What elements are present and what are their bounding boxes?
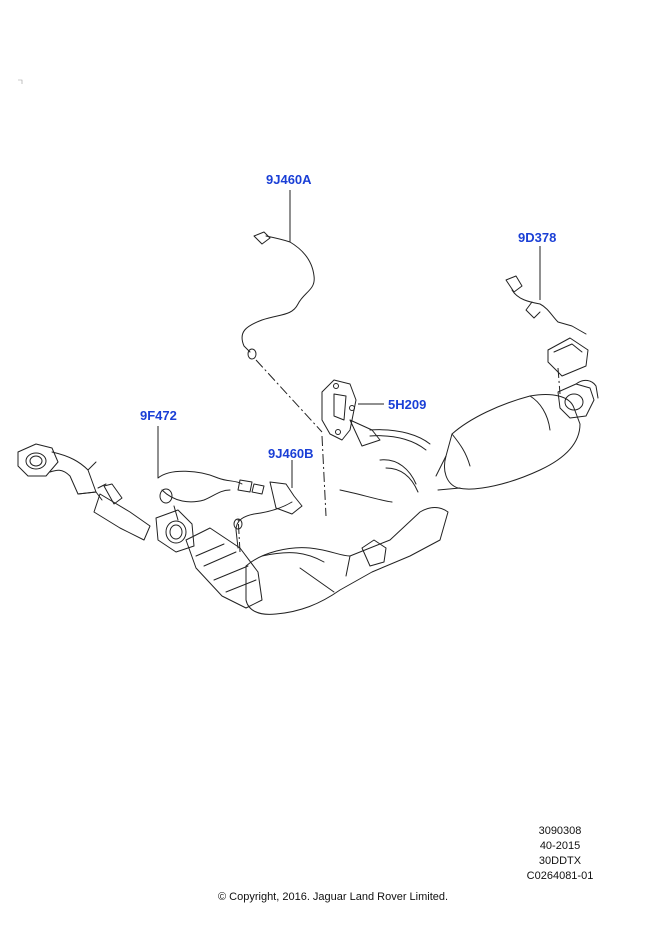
leader-line-9d378 xyxy=(557,367,561,395)
corner-mark xyxy=(18,79,23,84)
model-code: 30DDTX xyxy=(538,855,582,867)
leader-line-9j460a xyxy=(255,359,323,433)
ref-number: 3090308 xyxy=(538,825,582,837)
front-downpipe xyxy=(49,451,151,541)
sensor-9j460b-harness xyxy=(233,481,303,549)
sensor-tube-bundle xyxy=(339,429,431,567)
copyright-notice: © Copyright, 2016. Jaguar Land Rover Lim… xyxy=(218,891,449,903)
rear-muffler xyxy=(435,394,581,491)
sensor-9f472-harness xyxy=(157,470,253,521)
front-pipe-flange xyxy=(17,443,59,477)
callout-9f472[interactable]: 9F472 xyxy=(140,408,177,423)
inlet-flange xyxy=(155,509,195,553)
callout-9j460a[interactable]: 9J460A xyxy=(266,172,312,187)
callout-9d378[interactable]: 9D378 xyxy=(518,230,557,245)
catalytic-converter xyxy=(185,527,263,609)
mounting-bracket xyxy=(321,379,381,447)
date-code: 40-2015 xyxy=(539,840,581,852)
leader-line-9j460b xyxy=(237,515,241,553)
nox-sensor-9d378 xyxy=(505,275,589,377)
reference-block: 3090308 40-2015 30DDTX C0264081-01 xyxy=(520,824,600,884)
sensor-9j460a-harness xyxy=(241,231,315,360)
callout-5h209[interactable]: 5H209 xyxy=(388,397,427,412)
particulate-filter-body xyxy=(245,507,449,615)
callout-9j460b[interactable]: 9J460B xyxy=(268,446,314,461)
leader-line-main xyxy=(321,435,327,517)
illustration-id: C0264081-01 xyxy=(526,870,594,882)
rear-outlet-flange xyxy=(557,379,599,419)
